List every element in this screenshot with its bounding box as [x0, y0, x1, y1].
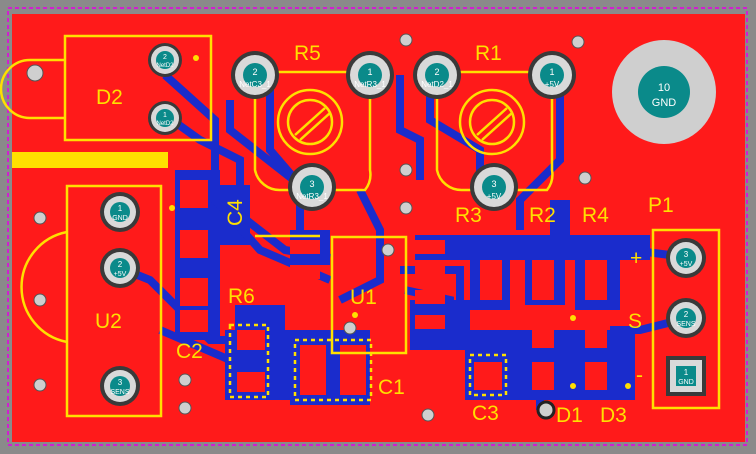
pad-number: 3 — [309, 179, 314, 189]
u2-outline — [65, 184, 163, 418]
pad-number: 2 — [163, 54, 167, 61]
r1-knob-inner — [468, 98, 516, 146]
mount-hole-10[interactable]: 10 GND — [612, 40, 716, 144]
pad-net: +5V — [487, 192, 502, 201]
pad-net: SENS — [110, 389, 129, 396]
pad-net: +5V — [680, 261, 693, 268]
designator-d3[interactable]: D3 — [600, 404, 627, 427]
pad-number: 3 — [684, 250, 689, 259]
pad-r1-pin3[interactable]: 3 +5V — [470, 163, 518, 211]
pad-u2-pin2[interactable]: 2 +5V — [100, 248, 140, 288]
designator-r2[interactable]: R2 — [529, 204, 556, 227]
u1-outline — [330, 235, 408, 355]
pad-number: 3 — [491, 179, 496, 189]
designator-u2[interactable]: U2 — [95, 310, 122, 333]
r1-knob-outer — [458, 88, 526, 156]
pad-net: NetD2_1 — [421, 80, 453, 89]
pad-net: NetD2 — [156, 121, 174, 127]
designators: D2 R5 R1 C4 U2 U1 R6 C2 C1 R3 R2 R4 P1 C… — [95, 42, 674, 427]
p1-plus-label: + — [630, 247, 642, 270]
silkscreen-outlines — [0, 34, 721, 418]
pad-r5-pin1[interactable]: 1 NetR3_1 — [346, 51, 394, 99]
pad-p1-pin2[interactable]: 2 SENS — [666, 298, 706, 338]
designator-r1[interactable]: R1 — [475, 42, 502, 65]
pad-net: NetC3_1 — [239, 80, 271, 89]
designator-u1[interactable]: U1 — [350, 286, 377, 309]
pad-number: 2 — [118, 260, 123, 269]
pad-p1-pin1[interactable]: 1 GND — [666, 356, 706, 396]
designator-c4[interactable]: C4 — [224, 199, 247, 226]
pad-net: NetR3_1 — [296, 192, 328, 201]
pad-net: SENS — [676, 321, 695, 328]
pad-net: GND — [112, 215, 128, 222]
u2-curve — [20, 230, 68, 344]
designator-c3[interactable]: C3 — [472, 402, 499, 425]
silk-markers — [169, 55, 631, 389]
r5-knob-slot — [294, 107, 326, 136]
silk-bar — [12, 152, 168, 168]
vias — [26, 33, 592, 422]
d2-body-outline — [0, 58, 65, 120]
designator-d1[interactable]: D1 — [556, 404, 583, 427]
pad-net: GND — [652, 97, 677, 109]
p1-minus-label: - — [636, 364, 643, 387]
r5-knob-inner — [286, 98, 334, 146]
pad-net: GND — [678, 379, 694, 386]
pad-net: +5V — [545, 80, 560, 89]
p1-signal-label: S — [628, 310, 642, 333]
designator-r5[interactable]: R5 — [294, 42, 321, 65]
designator-p1[interactable]: P1 — [648, 194, 674, 217]
pad-number: 3 — [118, 378, 123, 387]
pad-d2-pin1[interactable]: 1 NetD2 — [148, 101, 182, 135]
designator-c2[interactable]: C2 — [176, 340, 203, 363]
pad-p1-pin3[interactable]: 3 +5V — [666, 238, 706, 278]
designator-r4[interactable]: R4 — [582, 204, 609, 227]
r5-body — [253, 95, 372, 192]
r1-body — [435, 95, 554, 192]
r5-knob-outer — [276, 88, 344, 156]
pad-r1-pin1[interactable]: 1 +5V — [528, 51, 576, 99]
pad-r5-pin3[interactable]: 3 NetR3_1 — [288, 163, 336, 211]
pad-number: 2 — [434, 67, 439, 77]
designator-r3[interactable]: R3 — [455, 204, 482, 227]
pad-number: 1 — [549, 67, 554, 77]
pad-net: +5V — [114, 271, 127, 278]
pad-r5-pin2[interactable]: 2 NetC3_1 — [231, 51, 279, 99]
pad-net: NetD2 — [156, 63, 174, 69]
p1-outline — [651, 228, 721, 410]
pad-u2-pin1[interactable]: 1 GND — [100, 192, 140, 232]
pad-number: 1 — [684, 368, 689, 377]
pad-u2-pin3[interactable]: 3 SENS — [100, 366, 140, 406]
designator-r6[interactable]: R6 — [228, 285, 255, 308]
pad-number: 10 — [658, 82, 670, 94]
pad-number: 1 — [163, 112, 167, 119]
designator-c1[interactable]: C1 — [378, 376, 405, 399]
d2-outline — [63, 34, 213, 142]
pad-r1-pin2[interactable]: 2 NetD2_1 — [413, 51, 461, 99]
pad-net: NetR3_1 — [354, 80, 386, 89]
r1-knob-slot — [476, 107, 508, 136]
pad-d2-pin2[interactable]: 2 NetD2 — [148, 43, 182, 77]
designator-d2[interactable]: D2 — [96, 86, 123, 109]
pad-number: 1 — [367, 67, 372, 77]
pad-number: 2 — [684, 310, 689, 319]
pad-number: 1 — [118, 204, 123, 213]
pad-number: 2 — [252, 67, 257, 77]
